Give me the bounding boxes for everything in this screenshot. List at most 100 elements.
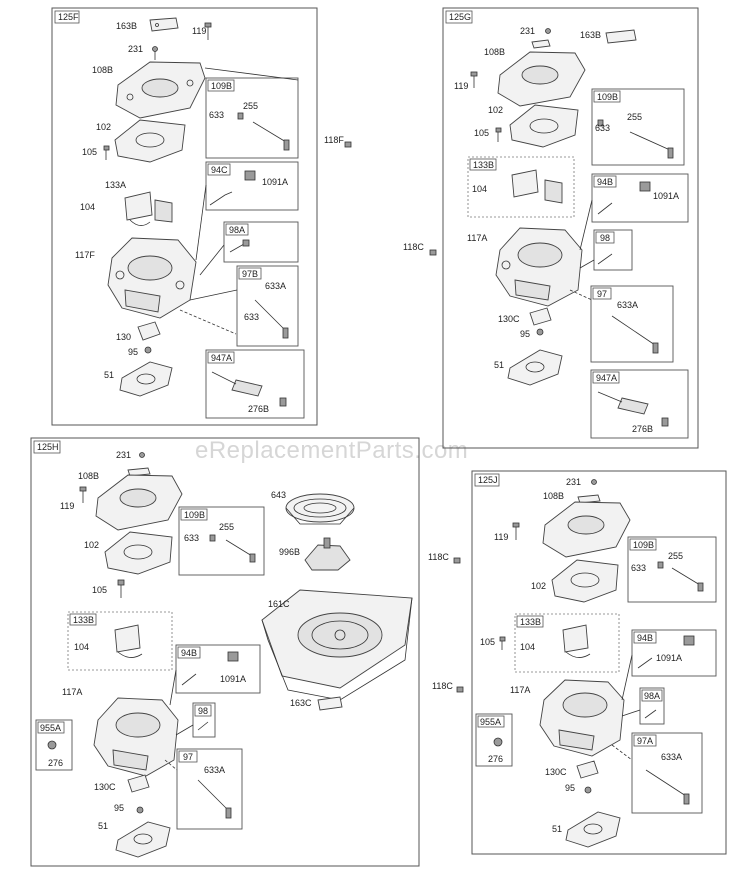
gasket-51[interactable]: [115, 821, 171, 858]
screw-119[interactable]: [512, 522, 520, 540]
panel-125G[interactable]: 125G 109B: [442, 7, 699, 449]
carburetor-body-117A[interactable]: [93, 697, 179, 777]
gasket-108B-small[interactable]: [577, 494, 601, 504]
label-276: 276: [48, 758, 63, 768]
gasket-130C[interactable]: [529, 307, 552, 326]
screw-105[interactable]: [103, 145, 110, 160]
group-box-97B[interactable]: 97B: [236, 265, 299, 347]
label-97: 97: [597, 289, 607, 299]
gasket-163B[interactable]: [605, 29, 637, 44]
part-996B[interactable]: [304, 537, 351, 571]
group-box-94C[interactable]: 94C: [205, 161, 299, 211]
screw-119[interactable]: [204, 22, 212, 40]
label-98: 98: [198, 706, 208, 716]
gasket-102[interactable]: [551, 559, 619, 603]
carburetor-top[interactable]: [497, 51, 586, 107]
screw-231[interactable]: [152, 46, 158, 61]
label-97A: 97A: [637, 736, 653, 746]
gasket-108B-small[interactable]: [531, 39, 551, 49]
carburetor-body-117F[interactable]: [107, 237, 197, 319]
group-box-133B[interactable]: 133B: [514, 613, 620, 673]
air-filter-643[interactable]: [285, 493, 355, 525]
panel-title-125H: 125H: [37, 442, 59, 452]
label-109B: 109B: [633, 540, 654, 550]
gasket-102[interactable]: [104, 531, 173, 575]
group-box-98A[interactable]: 98A: [639, 687, 665, 725]
label-255: 255: [627, 112, 642, 122]
gasket-51[interactable]: [119, 361, 173, 397]
label-955A: 955A: [40, 723, 61, 733]
group-box-98[interactable]: 98: [192, 702, 216, 738]
screw-105[interactable]: [499, 636, 506, 650]
panel-125H[interactable]: 125H 109B: [30, 437, 420, 867]
group-box-109B[interactable]: 109B: [627, 536, 717, 603]
gasket-102[interactable]: [114, 119, 186, 163]
carburetor-top-108B[interactable]: [115, 61, 206, 119]
group-box-109B[interactable]: 109B: [178, 506, 265, 576]
panel-125F[interactable]: 125F: [51, 7, 318, 426]
part-118C-upper[interactable]: 118C: [403, 242, 437, 256]
gasket-51[interactable]: [507, 349, 563, 386]
screw-119[interactable]: [470, 71, 478, 88]
group-box-98A[interactable]: 98A: [223, 221, 299, 263]
nut-95[interactable]: [144, 346, 152, 354]
part-118F[interactable]: 118F: [324, 135, 352, 148]
label-109B: 109B: [211, 81, 232, 91]
group-box-97[interactable]: 97: [590, 285, 674, 363]
screw-105[interactable]: [495, 127, 502, 142]
screw-231[interactable]: [591, 479, 597, 485]
carburetor-top[interactable]: [95, 474, 183, 531]
group-box-97[interactable]: 97: [176, 748, 243, 830]
group-box-133B[interactable]: 133B: [67, 611, 173, 671]
gasket-163B[interactable]: [149, 17, 179, 32]
group-box-97A[interactable]: 97A: [631, 732, 703, 814]
screw-105[interactable]: [117, 579, 125, 598]
label-231: 231: [116, 450, 131, 460]
label-104: 104: [472, 184, 487, 194]
part-118C-lower[interactable]: 118C: [432, 681, 464, 693]
label-119: 119: [494, 532, 508, 542]
group-box-98[interactable]: 98: [593, 229, 633, 271]
group-box-955A[interactable]: 955A: [35, 719, 73, 771]
group-box-955A[interactable]: 955A: [475, 713, 513, 767]
group-box-94B[interactable]: 94B: [631, 629, 717, 677]
carburetor-body-117A[interactable]: [495, 227, 583, 307]
carburetor-body-117A[interactable]: [539, 679, 625, 757]
group-box-94B[interactable]: 94B: [591, 173, 689, 223]
solenoid-133A[interactable]: [124, 191, 173, 226]
group-box-947A[interactable]: 947A: [590, 369, 689, 439]
label-51: 51: [552, 824, 562, 834]
air-cleaner-base-161C[interactable]: [261, 589, 413, 701]
carburetor-top[interactable]: [542, 501, 631, 558]
panel-125J[interactable]: 125J 109B: [471, 470, 727, 855]
gasket-130[interactable]: [137, 321, 161, 341]
label-133B: 133B: [473, 160, 494, 170]
label-633: 633: [184, 533, 199, 543]
nut-95[interactable]: [584, 786, 592, 794]
screw-119[interactable]: [79, 486, 87, 503]
group-box-94B[interactable]: 94B: [175, 644, 261, 694]
group-box-133B[interactable]: 133B: [467, 156, 575, 218]
part-118C-middle[interactable]: 118C: [428, 552, 461, 564]
gasket-108B-small[interactable]: [127, 467, 151, 477]
group-box-109B[interactable]: 109B: [591, 88, 685, 166]
gasket-163C[interactable]: [317, 696, 343, 711]
gasket-102[interactable]: [509, 104, 579, 148]
screw-231[interactable]: [545, 28, 551, 34]
gasket-51[interactable]: [565, 811, 621, 848]
screw-231[interactable]: [139, 452, 145, 458]
label-104: 104: [74, 642, 89, 652]
gasket-130C[interactable]: [127, 774, 150, 793]
label-130: 130: [116, 332, 131, 342]
nut-95[interactable]: [136, 806, 144, 814]
nut-95[interactable]: [536, 328, 544, 336]
label-133B: 133B: [73, 615, 94, 625]
label-1091A: 1091A: [653, 191, 679, 201]
label-996B: 996B: [279, 547, 300, 557]
gasket-130C[interactable]: [576, 760, 599, 779]
group-box-109B[interactable]: 109B: [205, 77, 299, 159]
label-94C: 94C: [211, 165, 228, 175]
group-box-947A[interactable]: 947A: [205, 349, 305, 419]
label-108B: 108B: [78, 471, 99, 481]
label-955A: 955A: [480, 717, 501, 727]
